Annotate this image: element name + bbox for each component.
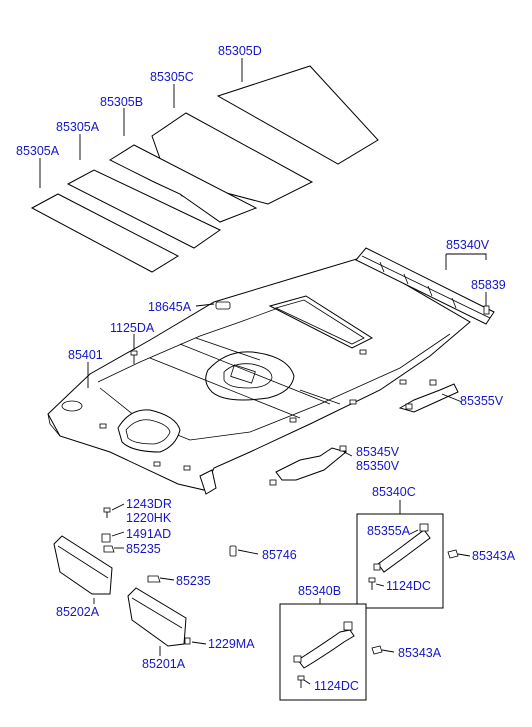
part-85746 — [229, 545, 237, 557]
clip-85343A-b — [371, 645, 383, 655]
screw-1243DR — [103, 507, 111, 518]
box-85340C — [356, 513, 444, 609]
label-85355V: 85355V — [460, 394, 504, 408]
label-85235-b: 85235 — [176, 574, 211, 588]
label-85343A-a: 85343A — [472, 549, 516, 563]
label-85340V: 85340V — [446, 238, 490, 252]
label-1125DA: 1125DA — [110, 321, 155, 335]
label-85201A: 85201A — [142, 657, 186, 671]
label-1220HK: 1220HK — [126, 511, 172, 525]
box-85340B — [279, 603, 367, 701]
label-85340B: 85340B — [298, 584, 341, 598]
sunvisor-85202A — [53, 535, 113, 595]
label-1124DC-b: 1124DC — [314, 679, 359, 693]
leader-lines — [39, 58, 487, 685]
label-85839: 85839 — [471, 278, 506, 292]
label-85235-a: 85235 — [126, 542, 161, 556]
clip-85343A-a — [447, 549, 459, 559]
label-85343A-b: 85343A — [398, 646, 442, 660]
label-18645A: 18645A — [148, 300, 192, 314]
clip-1491AD — [101, 533, 111, 543]
label-85340C: 85340C — [372, 485, 416, 499]
label-85746: 85746 — [262, 548, 297, 562]
label-85202A: 85202A — [56, 605, 100, 619]
label-85305C: 85305C — [150, 70, 194, 84]
label-1229MA: 1229MA — [208, 637, 255, 651]
label-85305A-upper: 85305A — [56, 120, 100, 134]
pad-85305D — [216, 65, 379, 165]
handle-85345V — [269, 445, 348, 486]
handle-85355V — [398, 379, 459, 413]
pad-85305A-upper — [66, 169, 221, 249]
holder-85235-a — [103, 545, 115, 553]
label-85305D: 85305D — [218, 44, 262, 58]
label-85350V: 85350V — [356, 459, 400, 473]
rear-trim-85340V — [355, 247, 495, 325]
pad-85305B — [108, 144, 258, 223]
pad-85305A-lower — [30, 193, 180, 273]
clip-85839 — [483, 305, 490, 315]
label-1243DR: 1243DR — [126, 497, 172, 511]
label-85401: 85401 — [68, 348, 103, 362]
lamp-18645A — [215, 301, 231, 310]
sunvisor-85201A — [127, 587, 187, 647]
label-85355A: 85355A — [367, 524, 411, 538]
holder-85235-b — [147, 575, 161, 583]
screw-1125DA — [130, 350, 138, 364]
screw-1229MA — [184, 637, 191, 645]
label-85305A-lower: 85305A — [16, 144, 60, 158]
part-labels: 85305D 85305C 85305B 85305A 85305A 85340… — [16, 44, 516, 693]
label-1124DC-a: 1124DC — [386, 579, 431, 593]
label-85305B: 85305B — [100, 95, 143, 109]
label-1491AD: 1491AD — [126, 527, 171, 541]
label-85345V: 85345V — [356, 445, 400, 459]
headlining-85401 — [47, 257, 471, 495]
